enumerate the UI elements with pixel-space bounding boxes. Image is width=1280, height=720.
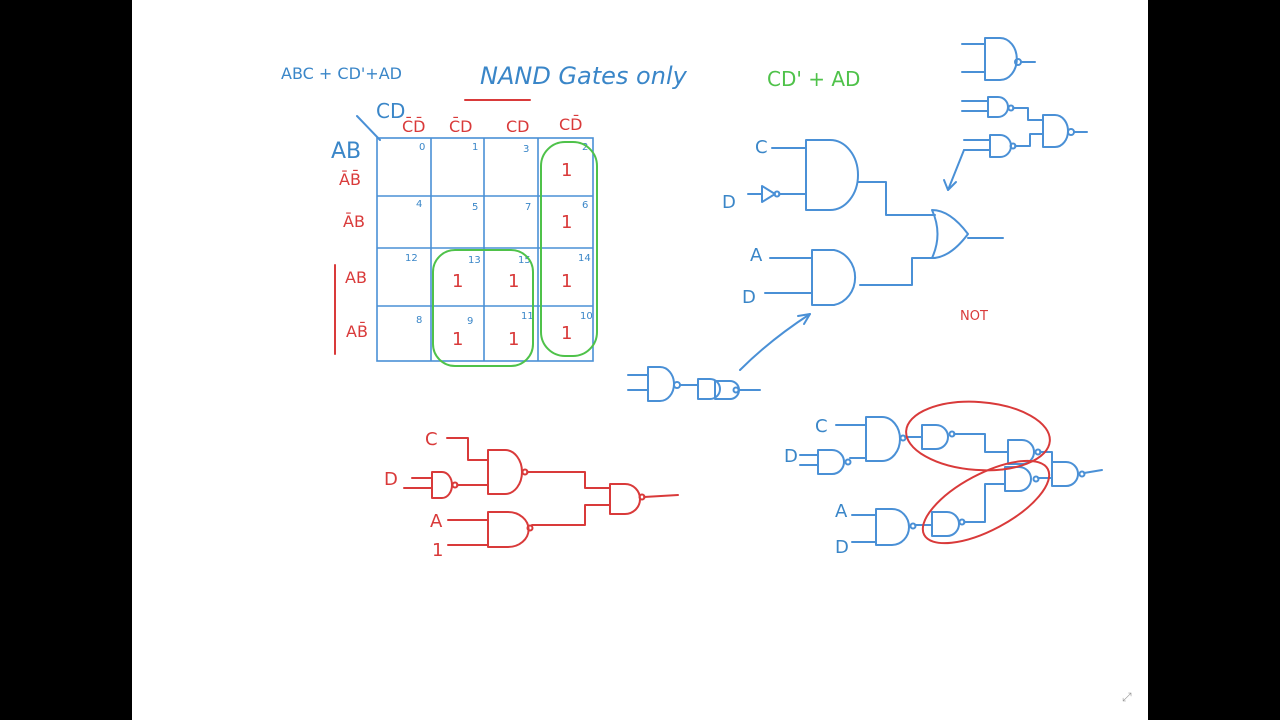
corner-resize-icon: ⤢ <box>1122 690 1132 704</box>
input-label: D <box>835 537 849 558</box>
input-label: A <box>750 245 763 266</box>
input-label: A <box>835 501 848 522</box>
kmap-row-header: AB̄ <box>346 322 368 341</box>
kmap-group-ad <box>432 249 534 367</box>
kmap-cell-indices: 0 1 3 2 4 5 7 6 12 13 15 14 8 9 11 10 <box>405 142 593 327</box>
kmap-cell-value: 1 <box>452 271 463 292</box>
input-label: C <box>425 429 438 450</box>
kmap-cell-index: 0 <box>419 142 425 153</box>
input-label: C <box>815 416 828 437</box>
kmap-cell-value: 1 <box>452 329 463 350</box>
input-label: D <box>742 287 756 308</box>
kmap-cell-index: 4 <box>416 199 422 210</box>
kmap-row-header: ĀB̄ <box>339 170 361 189</box>
input-label: A <box>430 511 443 532</box>
kmap-col-header: CD̄ <box>559 115 583 134</box>
kmap-cell-index: 9 <box>467 316 473 327</box>
kmap-cell-values: 1 1 1 1 1 1 1 1 <box>452 160 572 350</box>
kmap-cell-index: 5 <box>472 202 478 213</box>
cancel-pair-highlight <box>905 400 1051 472</box>
kmap-row-header: AB <box>345 268 367 287</box>
title-nand-gates-only: NAND Gates only <box>480 62 688 90</box>
input-label: C <box>755 137 768 158</box>
kmap-cell-index: 7 <box>525 202 531 213</box>
kmap-cell-index: 14 <box>578 253 591 264</box>
input-label: 1 <box>432 540 443 561</box>
kmap-corner-diagonal <box>356 115 381 141</box>
kmap-cell-index: 12 <box>405 253 418 264</box>
kmap-cell-index: 1 <box>472 142 478 153</box>
nand-equivalent-sketch <box>961 37 1088 158</box>
nand-only-circuit: C D A D <box>784 400 1103 558</box>
kmap-cell-index: 6 <box>582 200 588 211</box>
kmap-cell-value: 1 <box>561 323 572 344</box>
input-label: D <box>722 192 736 213</box>
input-label: D <box>784 446 798 467</box>
kmap-cell-index: 3 <box>523 144 529 155</box>
nand-note-overwrite: NOT <box>960 309 988 324</box>
kmap-cell-index: 11 <box>521 311 534 322</box>
kmap-cell-value: 1 <box>561 212 572 233</box>
kmap-col-var: CD <box>376 99 405 123</box>
kmap-row-var: AB <box>331 139 361 164</box>
kmap-cell-value: 1 <box>561 271 572 292</box>
kmap-cell-index: 13 <box>468 255 481 266</box>
kmap-cell-value: 1 <box>508 271 519 292</box>
red-nand-circuit: C D A 1 <box>384 429 679 561</box>
double-nand-sketch <box>627 313 811 402</box>
kmap-col-header: CD <box>506 117 530 136</box>
kmap-group-cdbar <box>540 141 598 357</box>
kmap-cell-index: 8 <box>416 315 422 326</box>
input-label: D <box>384 469 398 490</box>
kmap-col-header: C̄D <box>449 117 473 136</box>
kmap-cell-value: 1 <box>561 160 572 181</box>
and-or-circuit: C D A D <box>722 137 1004 308</box>
kmap-cell-index: 15 <box>518 255 531 266</box>
kmap-cell-index: 2 <box>582 142 588 153</box>
kmap-cell-index: 10 <box>580 311 593 322</box>
original-expression: ABC + CD'+AD <box>281 64 402 83</box>
kmap-cell-value: 1 <box>508 329 519 350</box>
kmap-grid <box>376 137 594 362</box>
cancel-pair-highlight <box>921 459 1051 545</box>
kmap-col-header: C̄D̄ <box>402 117 426 136</box>
simplified-expression: CD' + AD <box>767 67 860 91</box>
kmap-row-header: ĀB <box>343 212 365 231</box>
whiteboard-canvas <box>132 0 1148 720</box>
